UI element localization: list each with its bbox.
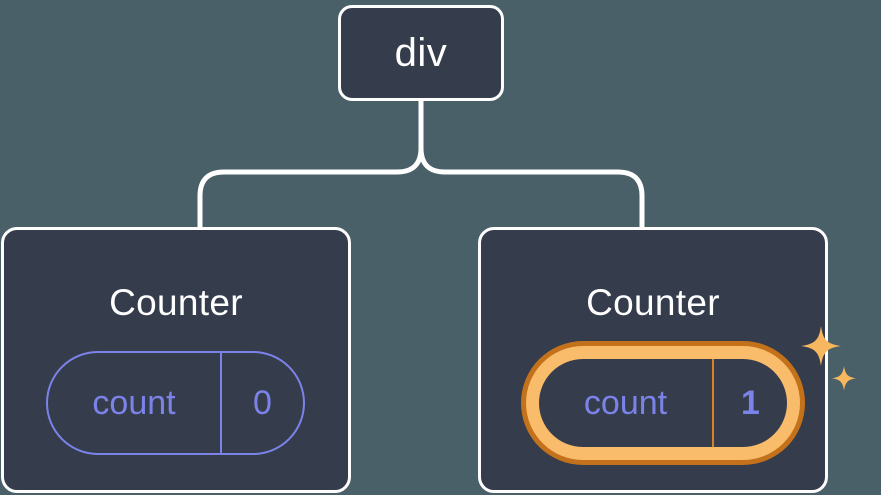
state-key-label-left: count	[92, 384, 176, 422]
state-pill-right-ring: count 1	[526, 346, 800, 460]
node-div[interactable]: div	[338, 5, 504, 101]
state-pill-right-body: count 1	[539, 359, 787, 447]
state-value-label-right: 1	[741, 384, 760, 422]
sparkle-group	[801, 326, 856, 391]
state-pill-right[interactable]: count 1	[521, 341, 805, 465]
node-counter-right-title: Counter	[586, 282, 720, 323]
node-counter-left[interactable]: Counter count 0	[1, 227, 351, 493]
state-value-label-left: 0	[253, 384, 272, 422]
node-counter-right[interactable]: Counter count 1	[478, 227, 856, 493]
state-key-cell-right: count	[539, 359, 714, 447]
state-value-cell-left: 0	[222, 353, 303, 453]
sparkle-small-icon	[832, 366, 856, 391]
state-pill-left[interactable]: count 0	[46, 351, 305, 455]
node-div-label: div	[394, 31, 448, 75]
node-counter-left-title: Counter	[109, 282, 243, 323]
sparkle-icon	[801, 326, 841, 366]
state-key-cell-left: count	[48, 353, 222, 453]
state-key-label-right: count	[583, 384, 668, 422]
state-value-cell-right: 1	[714, 359, 787, 447]
